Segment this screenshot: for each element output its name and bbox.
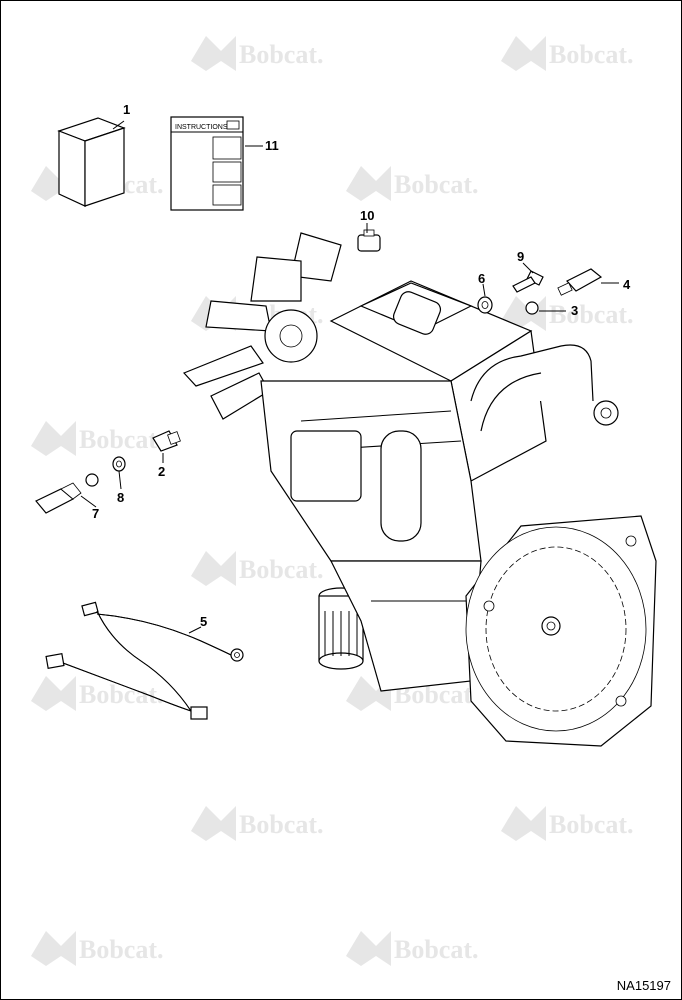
part-1-kit-box: [57, 117, 126, 207]
bobcat-logo-icon: [191, 551, 236, 586]
bobcat-logo-icon: [346, 166, 391, 201]
bobcat-logo-icon: [346, 676, 391, 711]
watermark: Bobcat.: [31, 931, 164, 966]
watermark: Bobcat.: [191, 551, 324, 586]
watermark-text: Bobcat.: [394, 935, 479, 964]
watermark: Bobcat.: [191, 806, 324, 841]
part-2-adapter-fitting: [152, 430, 181, 463]
callout-9: 9: [517, 249, 524, 264]
bobcat-logo-icon: [346, 931, 391, 966]
cooling-fan: [182, 232, 342, 420]
bobcat-logo-icon: [501, 296, 546, 331]
callout-10: 10: [360, 208, 374, 223]
bobcat-logo-icon: [191, 806, 236, 841]
callout-7: 7: [92, 506, 99, 521]
watermark-text: Bobcat.: [239, 555, 324, 584]
part-8-washer: [112, 456, 126, 490]
bobcat-logo-icon: [501, 806, 546, 841]
part-6-washer: [477, 283, 493, 314]
watermark: Bobcat.: [501, 36, 634, 71]
watermark-text: Bobcat.: [549, 300, 634, 329]
watermark: Bobcat.: [191, 36, 324, 71]
bobcat-logo-icon: [31, 421, 76, 456]
bobcat-logo-icon: [31, 931, 76, 966]
part-7-temperature-switch: [35, 473, 99, 514]
watermark-text: Bobcat.: [239, 40, 324, 69]
callout-8: 8: [117, 490, 124, 505]
bobcat-logo-icon: [501, 36, 546, 71]
watermark-text: Bobcat.: [79, 935, 164, 964]
callout-11: 11: [265, 138, 279, 153]
drawing-number: NA15197: [616, 978, 671, 993]
watermark: Bobcat.: [31, 421, 164, 456]
callout-5: 5: [200, 614, 207, 629]
callout-6: 6: [478, 271, 485, 286]
watermark-text: Bobcat.: [394, 170, 479, 199]
callout-3: 3: [571, 303, 578, 318]
watermark-text: Bobcat.: [549, 810, 634, 839]
engine-assembly: [182, 232, 657, 747]
watermark: Bobcat.: [501, 806, 634, 841]
bobcat-logo-icon: [191, 36, 236, 71]
callout-4: 4: [623, 277, 631, 292]
watermark-text: Bobcat.: [239, 810, 324, 839]
watermark-text: Bobcat.: [549, 40, 634, 69]
watermark: Bobcat.: [346, 166, 479, 201]
instruction-sheet-title: INSTRUCTIONS: [175, 124, 228, 131]
callout-1: 1: [123, 102, 130, 117]
part-10-sensor: [357, 223, 381, 252]
watermark: Bobcat.: [501, 296, 634, 331]
part-11-instruction-sheet: INSTRUCTIONS: [170, 116, 263, 211]
part-9-bolt: [512, 262, 544, 293]
flywheel-housing: [465, 515, 657, 747]
part-4-pressure-switch: [557, 268, 619, 296]
callout-labels: 1 11 10 9 6 4 3 2 8 7 5: [92, 102, 631, 629]
part-5-wiring-harness: [45, 601, 244, 720]
watermark-text: Bobcat.: [79, 425, 164, 454]
bobcat-logo-icon: [31, 676, 76, 711]
callout-2: 2: [158, 464, 165, 479]
part-3-o-ring: [525, 301, 566, 315]
watermark: Bobcat.: [346, 931, 479, 966]
